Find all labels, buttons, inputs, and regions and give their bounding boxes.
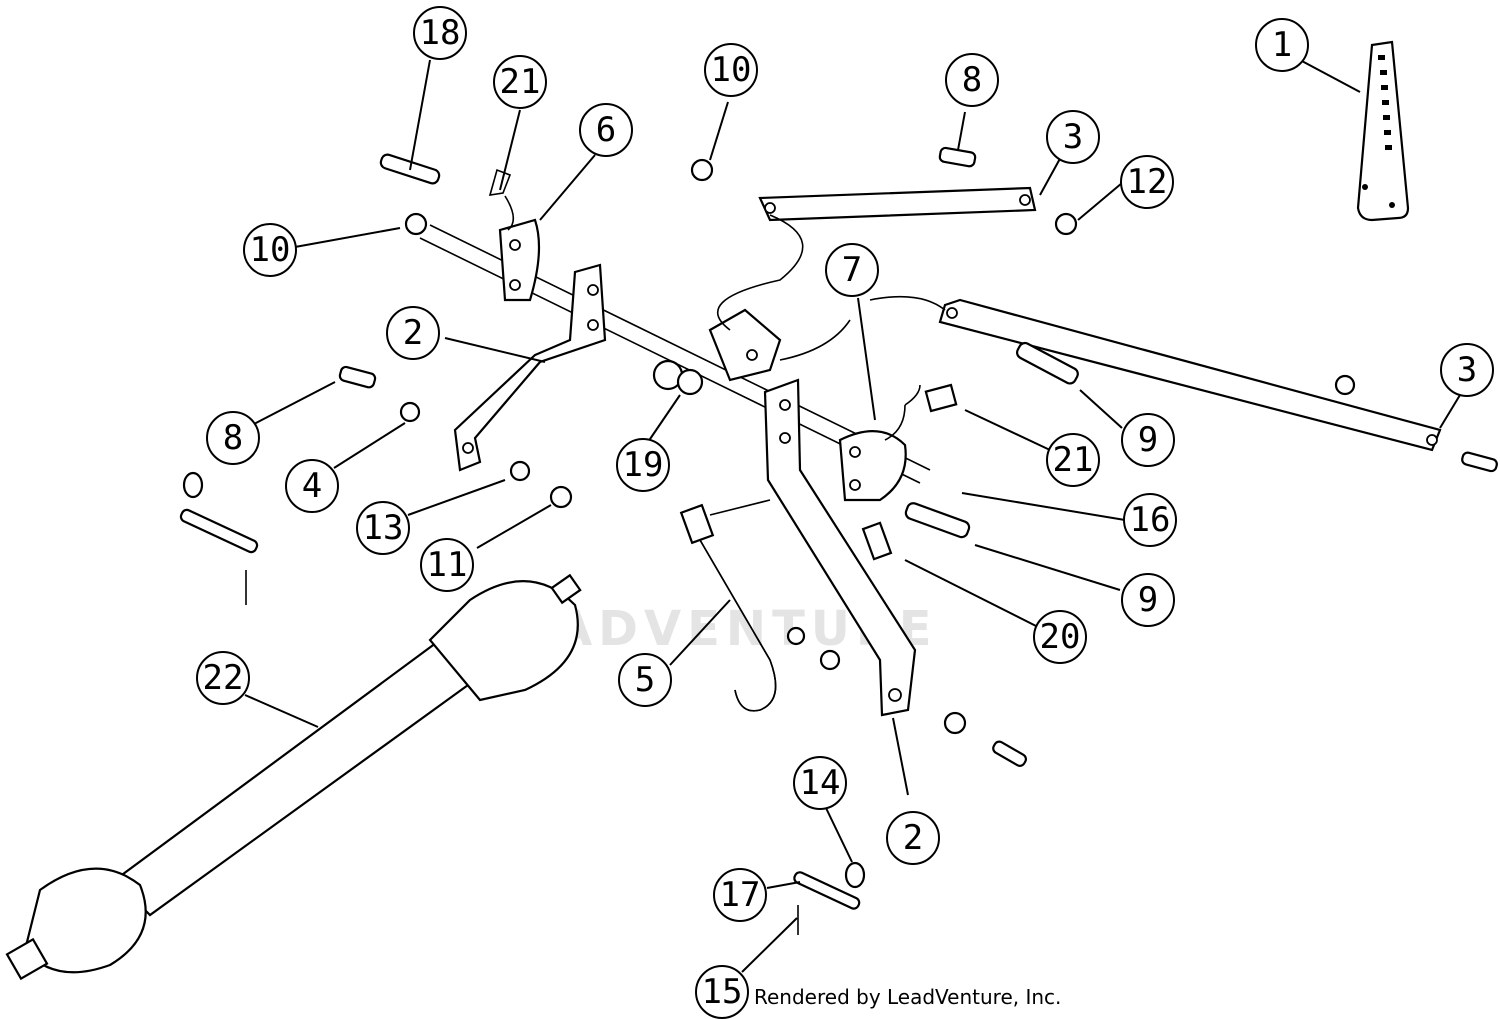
- callout-13: 13: [356, 501, 410, 555]
- callout-8-upper-label: 8: [962, 60, 982, 100]
- part-7-plate: [838, 430, 907, 502]
- callout-21-upper: 21: [493, 55, 547, 109]
- callout-9-lower-label: 9: [1138, 580, 1158, 620]
- callout-7-label: 7: [842, 250, 862, 290]
- callout-3-right-label: 3: [1457, 350, 1477, 390]
- callout-1-label: 1: [1272, 25, 1292, 65]
- callout-14-label: 14: [800, 763, 841, 803]
- callout-7: 7: [825, 243, 879, 297]
- part-2-right-bracket: [763, 378, 917, 717]
- callout-18-label: 18: [420, 13, 461, 53]
- callout-8-left: 8: [206, 411, 260, 465]
- callout-21-upper-label: 21: [500, 62, 541, 102]
- callout-15: 15: [695, 965, 749, 1019]
- callout-12: 12: [1120, 155, 1174, 209]
- callout-19-label: 19: [623, 445, 664, 485]
- callout-10-upper-label: 10: [711, 50, 752, 90]
- part-6-plate: [498, 218, 541, 302]
- callout-20-label: 20: [1040, 617, 1081, 657]
- callout-3-upper-label: 3: [1063, 117, 1083, 157]
- part-3-long-link: [938, 298, 1442, 452]
- callout-12-label: 12: [1127, 162, 1168, 202]
- wires: [504, 195, 946, 516]
- part-3-upper-link: [758, 186, 1037, 222]
- callout-14: 14: [793, 756, 847, 810]
- callout-10-left-label: 10: [250, 230, 291, 270]
- pin-assemblies: [179, 471, 866, 935]
- callout-18: 18: [413, 6, 467, 60]
- callout-21-right: 21: [1046, 433, 1100, 487]
- callout-3-upper: 3: [1046, 110, 1100, 164]
- render-credit: Rendered by LeadVenture, Inc.: [754, 985, 1062, 1009]
- part-2-left-bracket: [453, 263, 607, 472]
- callout-21-right-label: 21: [1053, 440, 1094, 480]
- callout-22: 22: [196, 651, 250, 705]
- callout-3-right: 3: [1440, 343, 1494, 397]
- callout-4-label: 4: [302, 466, 322, 506]
- callout-4: 4: [285, 459, 339, 513]
- part-19-center-yoke: [652, 308, 782, 396]
- leader-lines: [244, 59, 1461, 973]
- part-22-pto-shaft: [5, 573, 582, 981]
- callout-5-label: 5: [635, 660, 655, 700]
- callout-5: 5: [618, 653, 672, 707]
- small-parts: [488, 168, 958, 561]
- part-5-hook: [679, 503, 777, 712]
- callout-6: 6: [579, 103, 633, 157]
- callout-8-left-label: 8: [223, 418, 243, 458]
- callout-11: 11: [420, 538, 474, 592]
- callout-19: 19: [616, 438, 670, 492]
- callout-15-label: 15: [702, 972, 743, 1012]
- callout-20: 20: [1033, 610, 1087, 664]
- callout-9-upper-label: 9: [1138, 420, 1158, 460]
- callout-2-left: 2: [386, 306, 440, 360]
- callout-1: 1: [1255, 18, 1309, 72]
- callout-17: 17: [713, 868, 767, 922]
- callout-8-upper: 8: [945, 53, 999, 107]
- callout-10-left: 10: [243, 223, 297, 277]
- nuts-and-washers: [399, 158, 1356, 735]
- callout-10-upper: 10: [704, 43, 758, 97]
- part-1-index-plate: [1356, 40, 1410, 222]
- callout-11-label: 11: [427, 545, 468, 585]
- callout-16: 16: [1123, 493, 1177, 547]
- callout-2-bottom-label: 2: [903, 818, 923, 858]
- callout-2-left-label: 2: [403, 313, 423, 353]
- callout-9-lower: 9: [1121, 573, 1175, 627]
- callout-22-label: 22: [203, 658, 244, 698]
- callout-9-upper: 9: [1121, 413, 1175, 467]
- callout-13-label: 13: [363, 508, 404, 548]
- callout-16-label: 16: [1130, 500, 1171, 540]
- callout-2-bottom: 2: [886, 811, 940, 865]
- callout-6-label: 6: [596, 110, 616, 150]
- callout-17-label: 17: [720, 875, 761, 915]
